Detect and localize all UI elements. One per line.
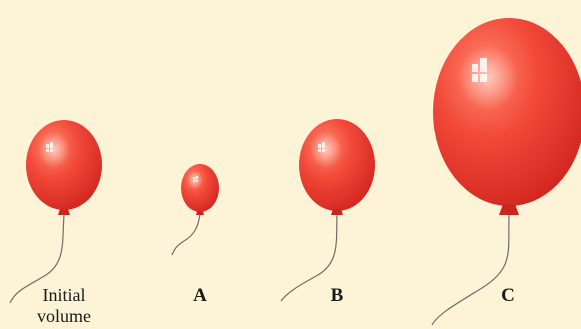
label-c: C xyxy=(498,285,518,306)
balloon-c xyxy=(432,18,581,325)
balloon-a-knot xyxy=(196,211,204,215)
label-b: B xyxy=(327,285,347,306)
label-a: A xyxy=(190,285,210,306)
balloon-initial-knot xyxy=(58,209,70,215)
balloon-a-string xyxy=(172,214,200,255)
balloon-a xyxy=(172,164,219,255)
balloon-b-knot xyxy=(331,209,343,215)
balloon-c-body xyxy=(433,18,581,206)
label-initial-volume: Initial volume xyxy=(32,285,96,327)
label-initial-line1: Initial xyxy=(32,285,96,306)
balloon-c-string xyxy=(432,215,509,325)
balloon-b-body xyxy=(299,119,375,211)
balloon-initial-body xyxy=(26,120,102,210)
balloon-a-body xyxy=(181,164,219,212)
balloon-b xyxy=(281,119,375,301)
balloon-initial xyxy=(10,120,102,303)
balloon-c-knot xyxy=(499,204,519,215)
label-initial-line2: volume xyxy=(32,306,96,327)
